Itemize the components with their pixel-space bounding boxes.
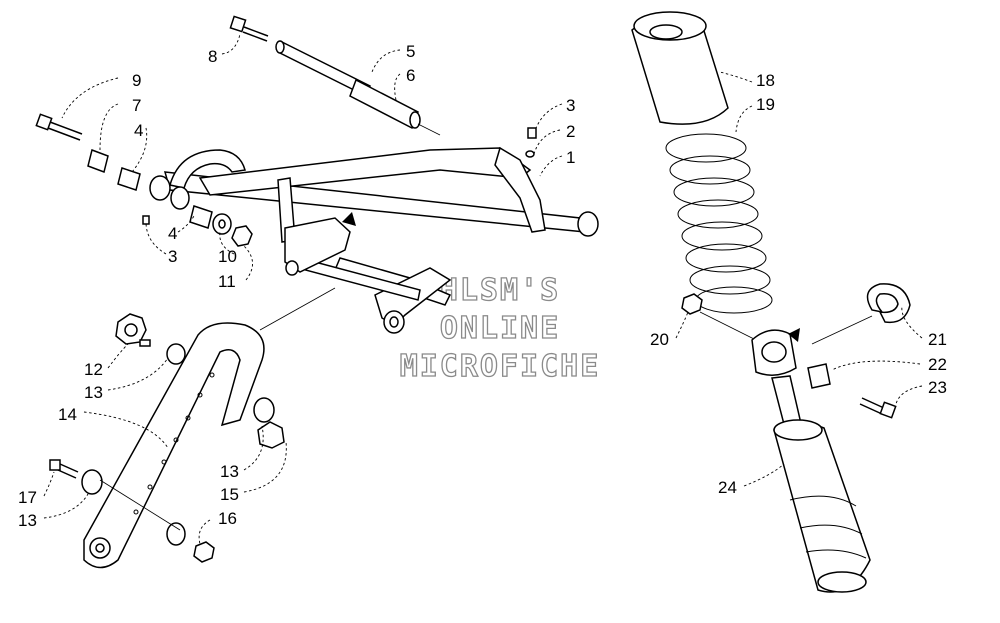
- shock-assembly: [631, 11, 911, 593]
- part-7-bushing: [87, 149, 109, 173]
- callout-24: 24: [718, 478, 737, 497]
- callout-22: 22: [928, 355, 947, 374]
- shock-top-mount: [751, 328, 800, 376]
- callout-17: 17: [18, 488, 37, 507]
- callout-19: 19: [756, 95, 775, 114]
- part-19-spring: [665, 133, 773, 314]
- watermark-line-1: HLSM'S: [440, 273, 560, 308]
- callout-13-a: 13: [84, 383, 103, 402]
- part-22-bushing: [807, 363, 831, 389]
- callout-1: 1: [566, 148, 575, 167]
- part-11-nut: [231, 225, 253, 247]
- part-20-nut: [681, 293, 757, 341]
- callout-3-right: 3: [566, 96, 575, 115]
- callout-18: 18: [756, 71, 775, 90]
- callout-6: 6: [406, 66, 415, 85]
- part-13-washer-3: [81, 469, 103, 495]
- callout-labels: 1 2 3 3 4 4 5 6 7 8 9 10 11 12 13 13 13 …: [18, 42, 947, 530]
- part-14-strap: [83, 287, 336, 569]
- part-23-bolt: [859, 397, 897, 419]
- part-12-knob: [115, 313, 151, 347]
- callout-10: 10: [218, 247, 237, 266]
- watermark-line-2: ONLINE: [440, 311, 560, 346]
- callout-13-c: 13: [18, 511, 37, 530]
- callout-4-lower: 4: [168, 224, 177, 243]
- part-13-washer-1: [166, 343, 186, 365]
- part-3-grease-fitting-left: [142, 215, 150, 225]
- part-10-washer: [212, 213, 232, 235]
- swing-arm-assembly: [35, 15, 599, 569]
- callout-14: 14: [58, 405, 77, 424]
- callout-7: 7: [132, 96, 141, 115]
- part-5-shaft: [275, 40, 441, 136]
- callout-23: 23: [928, 378, 947, 397]
- callout-2: 2: [566, 122, 575, 141]
- watermark-line-3: MICROFICHE: [400, 349, 601, 384]
- callout-13-b: 13: [220, 462, 239, 481]
- callout-8: 8: [208, 47, 217, 66]
- part-4-bushing-upper: [117, 167, 141, 191]
- part-13-washer-2: [253, 397, 275, 423]
- callout-20: 20: [650, 330, 669, 349]
- pointer-arrow-shock: [788, 328, 800, 342]
- leader-lines: [43, 33, 923, 545]
- part-9-bolt: [35, 113, 83, 141]
- callout-5: 5: [406, 42, 415, 61]
- part-18-boot: [631, 11, 729, 125]
- part-17-bolt: [49, 459, 79, 479]
- watermark: HLSM'S ONLINE MICROFICHE: [399, 272, 601, 384]
- callout-9: 9: [132, 71, 141, 90]
- callout-4-upper: 4: [134, 121, 143, 140]
- part-16-nut: [193, 541, 215, 563]
- callout-3-left: 3: [168, 247, 177, 266]
- callout-16: 16: [218, 509, 237, 528]
- part-1-swing-arm-frame: [149, 146, 599, 334]
- part-13-washer-4: [166, 522, 186, 546]
- pointer-arrow: [342, 212, 356, 226]
- callout-12: 12: [84, 360, 103, 379]
- part-8-bolt: [229, 15, 269, 42]
- part-21-clip: [811, 283, 911, 345]
- part-4-bushing-lower: [189, 205, 213, 229]
- callout-15: 15: [220, 485, 239, 504]
- part-24-shock-absorber: [771, 375, 871, 593]
- part-15-wing-nut: [257, 421, 285, 449]
- callout-21: 21: [928, 330, 947, 349]
- callout-11: 11: [218, 272, 236, 291]
